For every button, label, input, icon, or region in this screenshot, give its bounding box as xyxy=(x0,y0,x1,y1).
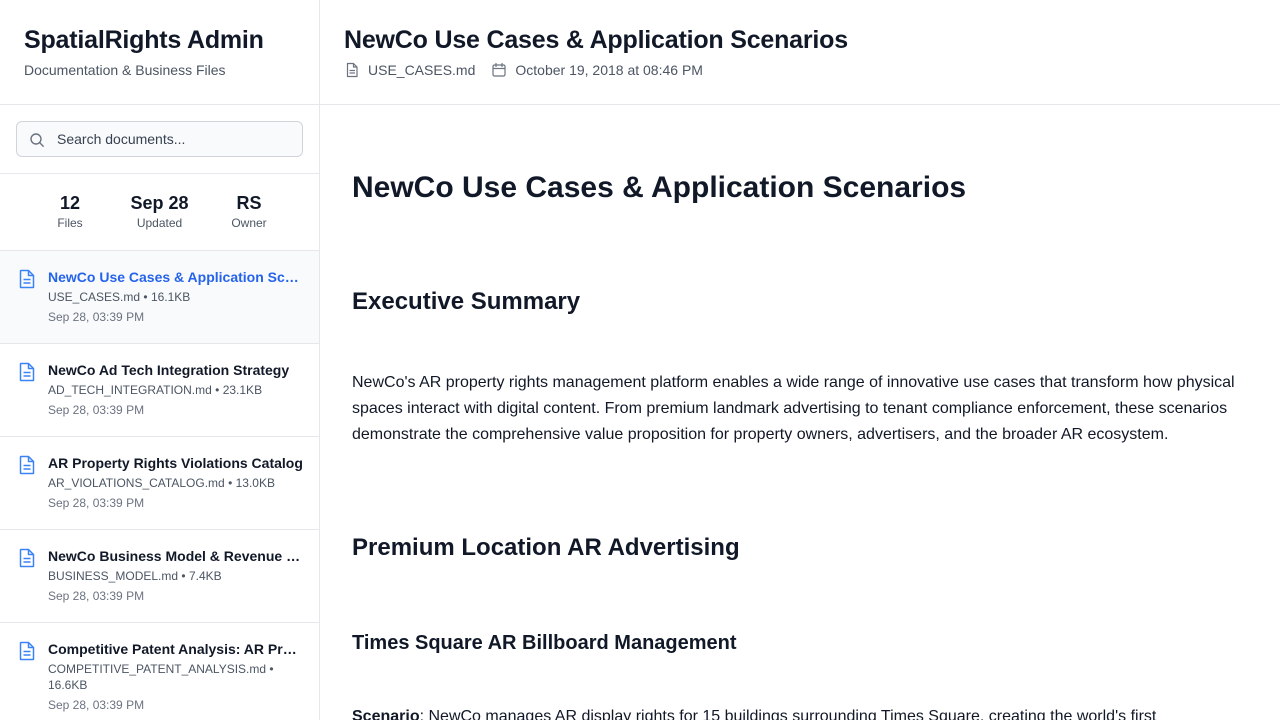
file-title: NewCo Business Model & Revenue Strategy xyxy=(48,548,303,564)
search-input[interactable] xyxy=(57,122,297,156)
calendar-icon xyxy=(492,62,506,77)
file-size: 13.0KB xyxy=(235,476,275,490)
file-size: 16.6KB xyxy=(48,678,88,692)
file-item-business-model[interactable]: NewCo Business Model & Revenue Strategy … xyxy=(0,530,319,623)
stat-owner: RS Owner xyxy=(217,192,281,250)
file-meta: COMPETITIVE_PATENT_ANALYSIS.md • 16.6KB xyxy=(48,661,303,693)
document-title: NewCo Use Cases & Application Scenarios xyxy=(344,26,848,54)
document-icon xyxy=(346,62,358,78)
file-date: Sep 28, 03:39 PM xyxy=(48,496,145,510)
file-name: USE_CASES.md xyxy=(48,290,141,304)
document-body: NewCo Use Cases & Application Scenarios … xyxy=(320,105,1280,720)
file-name: COMPETITIVE_PATENT_ANALYSIS.md xyxy=(48,662,267,676)
file-size: 23.1KB xyxy=(222,383,263,397)
app-title: SpatialRights Admin xyxy=(24,26,264,54)
file-meta: AD_TECH_INTEGRATION.md • 23.1KB xyxy=(48,382,303,398)
file-size: 7.4KB xyxy=(188,569,222,583)
document-header: NewCo Use Cases & Application Scenarios … xyxy=(320,0,1280,105)
file-date: Sep 28, 03:39 PM xyxy=(48,310,145,324)
stat-updated: Sep 28 Updated xyxy=(128,192,192,250)
file-title: NewCo Use Cases & Application Scenarios xyxy=(48,269,303,285)
document-icon xyxy=(19,269,35,289)
file-name: BUSINESS_MODEL.md xyxy=(48,569,179,583)
file-date: Sep 28, 03:39 PM xyxy=(48,403,145,417)
scenario-paragraph: Scenario: NewCo manages AR display right… xyxy=(352,704,1248,720)
file-name: AD_TECH_INTEGRATION.md xyxy=(48,383,212,397)
search-box[interactable] xyxy=(16,121,303,157)
file-date: Sep 28, 03:39 PM xyxy=(48,698,145,712)
scenario-label: Scenario xyxy=(352,708,420,720)
file-item-ad-tech[interactable]: NewCo Ad Tech Integration Strategy AD_TE… xyxy=(0,344,319,437)
section-heading-executive-summary: Executive Summary xyxy=(352,288,581,315)
sidebar-header: SpatialRights Admin Documentation & Busi… xyxy=(0,0,319,105)
doc-heading-1: NewCo Use Cases & Application Scenarios xyxy=(352,171,967,204)
document-icon xyxy=(19,455,35,475)
file-title: AR Property Rights Violations Catalog xyxy=(48,455,303,471)
main-content: NewCo Use Cases & Application Scenarios … xyxy=(320,0,1280,720)
file-item-violations[interactable]: AR Property Rights Violations Catalog AR… xyxy=(0,437,319,530)
file-meta: AR_VIOLATIONS_CATALOG.md • 13.0KB xyxy=(48,475,303,491)
section-paragraph: NewCo's AR property rights management pl… xyxy=(352,374,1235,443)
meta-separator: • xyxy=(228,476,233,490)
file-title: Competitive Patent Analysis: AR Property… xyxy=(48,641,303,657)
subsection-heading-times-square: Times Square AR Billboard Management xyxy=(352,632,737,654)
stats-bar: 12 Files Sep 28 Updated RS Owner xyxy=(0,174,319,251)
meta-separator: • xyxy=(143,290,148,304)
document-icon xyxy=(19,362,35,382)
stat-value: 12 xyxy=(59,193,81,213)
stat-label: Updated xyxy=(136,216,183,230)
stat-value: RS xyxy=(236,193,262,213)
search-icon xyxy=(30,133,44,147)
meta-separator: • xyxy=(181,569,186,583)
search-section xyxy=(0,105,319,174)
file-size: 16.1KB xyxy=(150,290,191,304)
stat-label: Owner xyxy=(231,216,267,230)
scenario-text: : NewCo manages AR display rights for 15… xyxy=(419,708,1157,720)
app-subtitle: Documentation & Business Files xyxy=(24,62,226,78)
document-icon xyxy=(19,641,35,661)
file-list: NewCo Use Cases & Application Scenarios … xyxy=(0,251,319,720)
file-date: Sep 28, 03:39 PM xyxy=(48,589,145,603)
document-meta: USE_CASES.md October 19, 2018 at 08:46 P… xyxy=(344,62,1256,78)
sidebar: SpatialRights Admin Documentation & Busi… xyxy=(0,0,320,720)
stat-value: Sep 28 xyxy=(130,193,189,213)
file-meta: USE_CASES.md • 16.1KB xyxy=(48,289,303,305)
meta-separator: • xyxy=(269,662,274,676)
meta-separator: • xyxy=(215,383,220,397)
document-filename: USE_CASES.md xyxy=(368,62,476,78)
stat-files: 12 Files xyxy=(38,192,102,250)
file-title: NewCo Ad Tech Integration Strategy xyxy=(48,362,290,378)
file-item-patent-analysis[interactable]: Competitive Patent Analysis: AR Property… xyxy=(0,623,319,720)
document-timestamp: October 19, 2018 at 08:46 PM xyxy=(515,62,703,78)
file-item-use-cases[interactable]: NewCo Use Cases & Application Scenarios … xyxy=(0,251,319,344)
section-heading-premium-location: Premium Location AR Advertising xyxy=(352,534,740,561)
file-name: AR_VIOLATIONS_CATALOG.md xyxy=(48,476,225,490)
file-meta: BUSINESS_MODEL.md • 7.4KB xyxy=(48,568,303,584)
document-icon xyxy=(19,548,35,568)
stat-label: Files xyxy=(57,216,83,230)
